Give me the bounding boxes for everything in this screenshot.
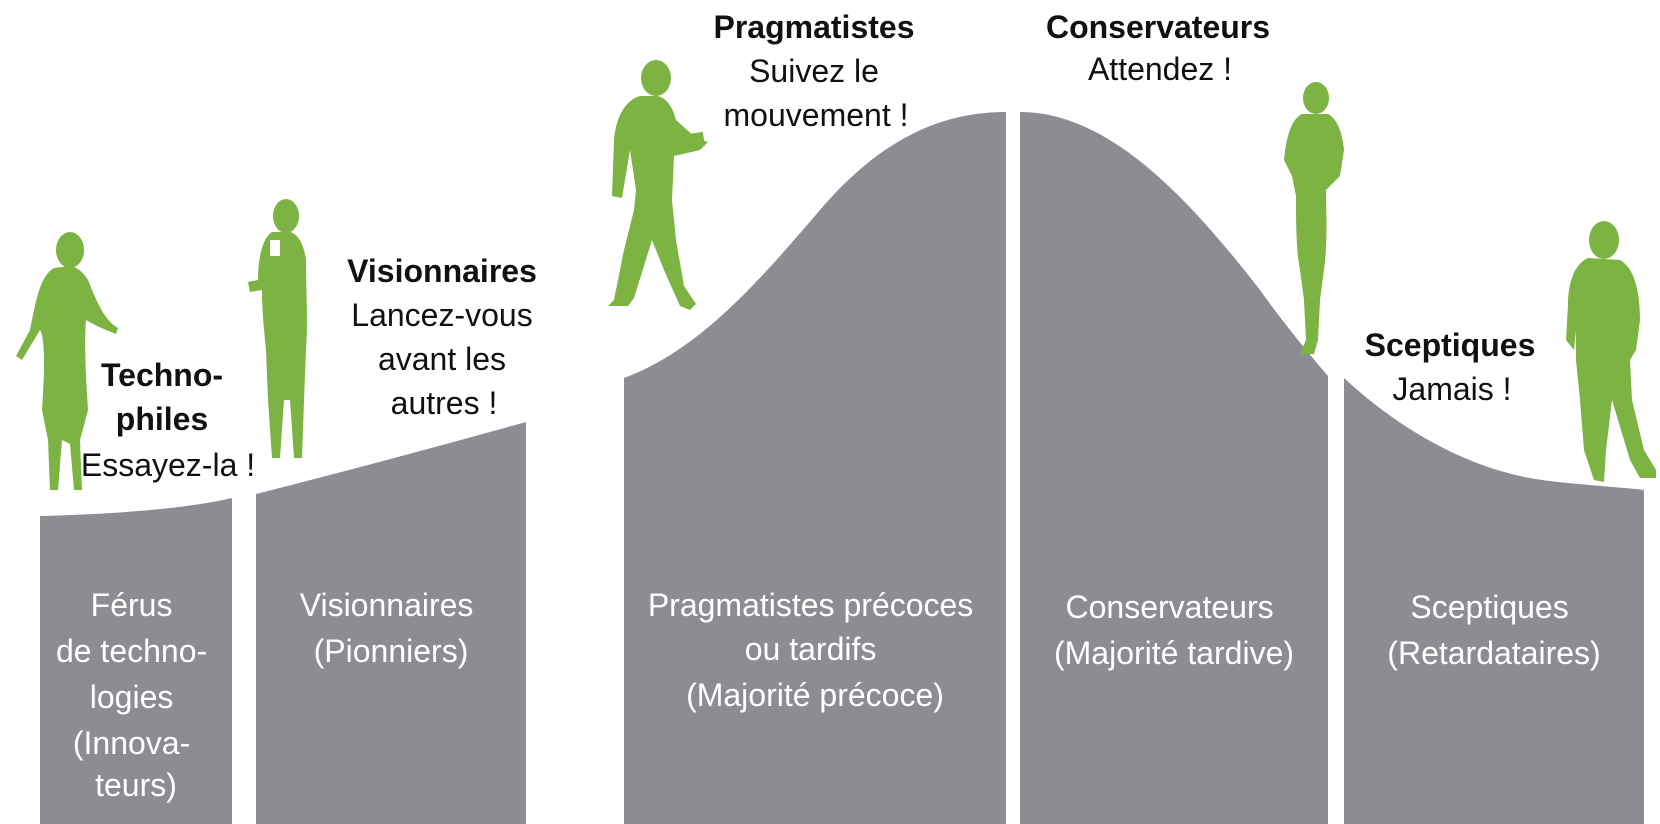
segment-pionniers: [256, 422, 526, 824]
segment-label-retardataires: Sceptiques (Retardataires): [1387, 589, 1600, 671]
segment-line: Pragmatistes précoces: [648, 587, 973, 623]
segment-line: Visionnaires: [300, 587, 474, 623]
caption-subtitle-line: avant les: [378, 341, 506, 377]
segment-line: Sceptiques: [1410, 589, 1568, 625]
segment-label-majorite-tardive: Conservateurs (Majorité tardive): [1054, 589, 1294, 671]
segment-line: teurs): [95, 767, 177, 803]
segment-line: logies: [90, 679, 174, 715]
caption-technophiles: Techno- philes Essayez-la !: [81, 357, 255, 483]
segment-line: de techno-: [56, 633, 207, 669]
segment-line: (Majorité précoce): [686, 677, 944, 713]
caption-title-line: Conservateurs: [1046, 9, 1270, 45]
caption-subtitle-line: Lancez-vous: [351, 297, 532, 333]
segment-line: (Retardataires): [1387, 635, 1600, 671]
man-walking-with-tablet-figure-icon: [608, 60, 708, 310]
woman-figure-icon: [16, 232, 118, 490]
segment-line: (Innova-: [73, 725, 190, 761]
caption-subtitle-line: Suivez le: [749, 53, 879, 89]
caption-sceptiques: Sceptiques Jamais !: [1365, 327, 1540, 407]
caption-subtitle-line: Jamais !: [1392, 371, 1511, 407]
caption-subtitle-line: Attendez !: [1088, 51, 1232, 87]
segment-line: (Pionniers): [314, 633, 469, 669]
segment-majorite-tardive: [1020, 112, 1328, 824]
segment-innovateurs: [40, 498, 232, 824]
segment-label-majorite-precoce: Pragmatistes précoces ou tardifs (Majori…: [648, 587, 982, 713]
caption-conservateurs: Conservateurs Attendez !: [1046, 9, 1274, 87]
caption-pragmatistes: Pragmatistes Suivez le mouvement !: [714, 9, 919, 133]
woman-with-phone-figure-icon: [248, 199, 307, 458]
caption-subtitle-line: Essayez-la !: [81, 447, 255, 483]
segment-label-innovateurs: Férus de techno- logies (Innova- teurs): [56, 587, 216, 803]
caption-title-line: Visionnaires: [347, 253, 537, 289]
caption-subtitle-line: autres !: [391, 385, 498, 421]
caption-title-line: philes: [116, 401, 208, 437]
segment-majorite-precoce: [624, 112, 1006, 824]
segment-line: Conservateurs: [1066, 589, 1274, 625]
caption-title-line: Techno-: [101, 357, 223, 393]
segment-line: ou tardifs: [745, 631, 877, 667]
segment-line: Férus: [91, 587, 173, 623]
woman-arms-crossed-figure-icon: [1284, 82, 1344, 354]
segment-line: (Majorité tardive): [1054, 635, 1294, 671]
man-hands-in-pockets-figure-icon: [1566, 221, 1656, 482]
caption-title-line: Pragmatistes: [714, 9, 915, 45]
segment-label-pionniers: Visionnaires (Pionniers): [300, 587, 483, 669]
caption-subtitle-line: mouvement !: [724, 97, 909, 133]
segment-retardataires: [1344, 378, 1644, 824]
caption-title-line: Sceptiques: [1365, 327, 1536, 363]
caption-visionnaires: Visionnaires Lancez-vous avant les autre…: [347, 253, 541, 421]
